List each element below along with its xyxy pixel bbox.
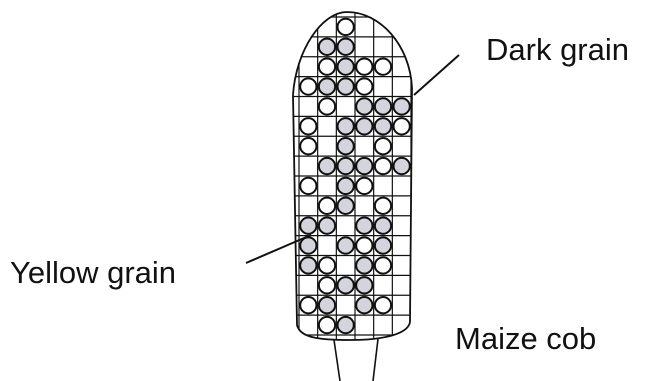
dark-grain — [300, 257, 316, 273]
yellow-grain — [375, 297, 391, 313]
dark-grain — [338, 138, 354, 154]
dark-grain — [338, 237, 354, 253]
dark-grain — [356, 118, 372, 134]
dark-grain — [338, 118, 354, 134]
dark-grain — [319, 218, 335, 234]
dark-grain — [338, 59, 354, 75]
dark-grain — [356, 158, 372, 174]
yellow-grain — [375, 138, 391, 154]
dark-grain — [375, 98, 391, 114]
dark-grain — [338, 158, 354, 174]
dark-grain — [356, 218, 372, 234]
dark-grain — [338, 317, 354, 333]
yellow-grain — [356, 59, 372, 75]
yellow-grain — [319, 198, 335, 214]
yellow-grain — [375, 257, 391, 273]
dark-grain — [356, 98, 372, 114]
dark-grain — [394, 98, 410, 114]
dark-grain — [338, 39, 354, 55]
dark-grain — [338, 198, 354, 214]
yellow-grain — [375, 198, 391, 214]
dark-grain — [338, 78, 354, 94]
yellow-grain — [394, 118, 410, 134]
yellow-grain — [356, 78, 372, 94]
dark-grain — [375, 218, 391, 234]
dark-grain — [319, 297, 335, 313]
yellow-grain — [319, 317, 335, 333]
yellow-grain — [300, 78, 316, 94]
yellow-grain — [375, 59, 391, 75]
yellow-grain — [319, 98, 335, 114]
dark-grain — [356, 297, 372, 313]
dark-grain — [356, 277, 372, 293]
dark-grain — [319, 39, 335, 55]
yellow-grain — [319, 59, 335, 75]
yellow-grain — [338, 19, 354, 35]
dark-grain — [300, 218, 316, 234]
dark-grain — [375, 237, 391, 253]
yellow-grain — [300, 118, 316, 134]
dark-grain — [356, 257, 372, 273]
cob-stalk — [334, 339, 378, 381]
stalk-left-line — [334, 340, 340, 381]
yellow-grain — [300, 297, 316, 313]
dark-grain — [319, 78, 335, 94]
stalk-right-line — [373, 339, 378, 381]
dark-grain — [338, 277, 354, 293]
dark-grain-label: Dark grain — [486, 34, 629, 65]
yellow-grain-label: Yellow grain — [10, 257, 176, 288]
dark-grain — [319, 158, 335, 174]
maize-cob-label: Maize cob — [455, 323, 596, 354]
yellow-grain — [319, 277, 335, 293]
dark-grain-pointer — [414, 55, 459, 95]
dark-grain — [394, 158, 410, 174]
dark-grain — [300, 237, 316, 253]
dark-grain — [375, 118, 391, 134]
yellow-grain — [300, 178, 316, 194]
dark-grain — [338, 178, 354, 194]
yellow-grain — [319, 257, 335, 273]
yellow-grain — [375, 158, 391, 174]
yellow-grain — [300, 138, 316, 154]
yellow-grain — [356, 237, 372, 253]
yellow-grain — [356, 178, 372, 194]
